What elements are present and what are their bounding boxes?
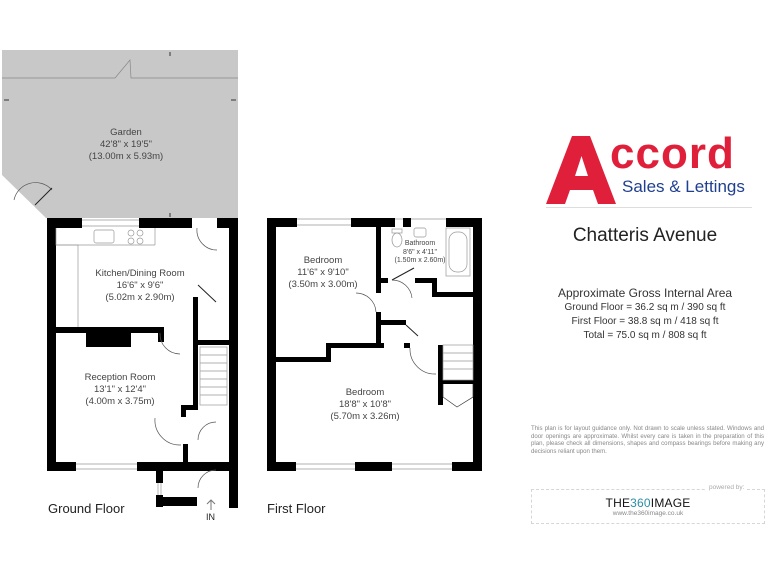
logo-wordmark: ccord: [610, 134, 735, 178]
room-name: Garden: [110, 127, 142, 138]
floor-title-ground: Ground Floor: [48, 501, 125, 516]
room-metric: (4.00m x 3.75m): [85, 396, 155, 407]
room-name: Bedroom: [345, 387, 385, 398]
area-summary: Approximate Gross Internal Area Ground F…: [530, 285, 760, 343]
brand-url-link[interactable]: www.the360image.co.uk: [612, 510, 684, 517]
room-metric: (3.50m x 3.00m): [288, 279, 358, 290]
room-metric: (13.00m x 5.93m): [88, 151, 164, 162]
room-imperial: 16'6" x 9'6": [116, 280, 164, 291]
brand-prefix: THE: [605, 496, 631, 510]
room-label-reception: Reception Room 13'1" x 12'4" (4.00m x 3.…: [85, 372, 156, 408]
accord-logo: ccord Sales & Lettings: [546, 134, 745, 204]
room-name: Bedroom: [303, 255, 343, 266]
room-imperial: 11'6" x 9'10": [297, 267, 349, 278]
garden-area: [2, 50, 238, 218]
room-name: Bathroom: [404, 240, 436, 247]
ground-floor-walls: [47, 218, 238, 508]
room-imperial: 18'8" x 10'8": [338, 399, 392, 410]
entrance-label: IN: [206, 512, 215, 522]
room-metric: (5.70m x 3.26m): [330, 411, 400, 422]
property-address: Chatteris Avenue: [572, 225, 718, 246]
disclaimer-text: This plan is for layout guidance only. N…: [531, 425, 764, 455]
the360image-brand: THE360IMAGE: [531, 496, 765, 510]
area-total: Total = 75.0 sq m / 808 sq ft: [583, 330, 707, 341]
room-label-bathroom: Bathroom 8'6" x 4'11" (1.50m x 2.60m): [395, 240, 446, 266]
room-name: Reception Room: [84, 372, 156, 383]
first-floor-walls: [267, 218, 482, 471]
room-imperial: 13'1" x 12'4": [93, 384, 147, 395]
room-label-bedroom-2: Bedroom 18'8" x 10'8" (5.70m x 3.26m): [330, 387, 399, 423]
room-name: Kitchen/Dining Room: [95, 268, 185, 279]
room-imperial: 42'8" x 19'5": [99, 139, 153, 150]
ground-floor-fixtures: [55, 219, 228, 495]
logo-divider: [546, 207, 752, 208]
area-ground-floor: Ground Floor = 36.2 sq m / 390 sq ft: [564, 302, 726, 313]
logo-tagline: Sales & Lettings: [622, 177, 745, 196]
floor-title-first: First Floor: [267, 501, 326, 516]
room-label-garden: Garden 42'8" x 19'5" (13.00m x 5.93m): [89, 127, 163, 163]
powered-by-box: [531, 489, 765, 524]
brand-suffix: IMAGE: [650, 496, 691, 510]
powered-by-label: powered by:: [706, 484, 748, 491]
room-label-bedroom-1: Bedroom 11'6" x 9'10" (3.50m x 3.00m): [288, 255, 357, 291]
room-imperial: 8'6" x 4'11": [403, 248, 437, 256]
entrance-arrow-icon: [206, 499, 216, 510]
room-metric: (1.50m x 2.60m): [394, 257, 446, 264]
room-label-kitchen: Kitchen/Dining Room 16'6" x 9'6" (5.02m …: [95, 268, 184, 304]
room-metric: (5.02m x 2.90m): [105, 292, 175, 303]
area-first-floor: First Floor = 38.8 sq m / 418 sq ft: [571, 316, 719, 327]
first-floor-fixtures: [296, 218, 474, 470]
area-summary-title: Approximate Gross Internal Area: [557, 286, 733, 300]
brand-accent: 360: [630, 496, 651, 510]
powered-by-rule: [531, 489, 765, 491]
